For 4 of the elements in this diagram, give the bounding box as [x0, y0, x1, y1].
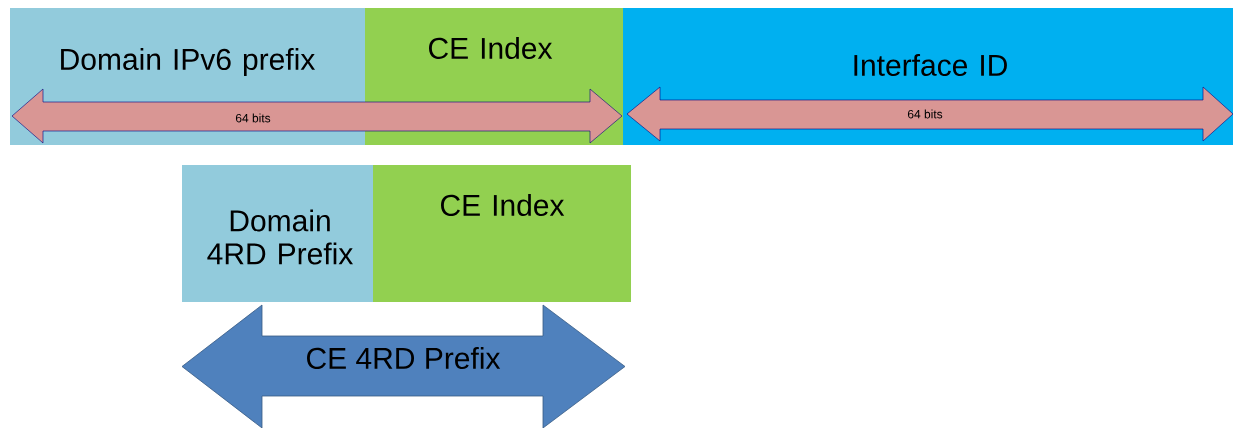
field-box: Domain 4RD Prefix — [182, 165, 373, 302]
dimension-label: 64 bits — [907, 109, 943, 119]
field-box: CE Index — [373, 165, 631, 302]
dimension-label: 64 bits — [235, 113, 271, 123]
